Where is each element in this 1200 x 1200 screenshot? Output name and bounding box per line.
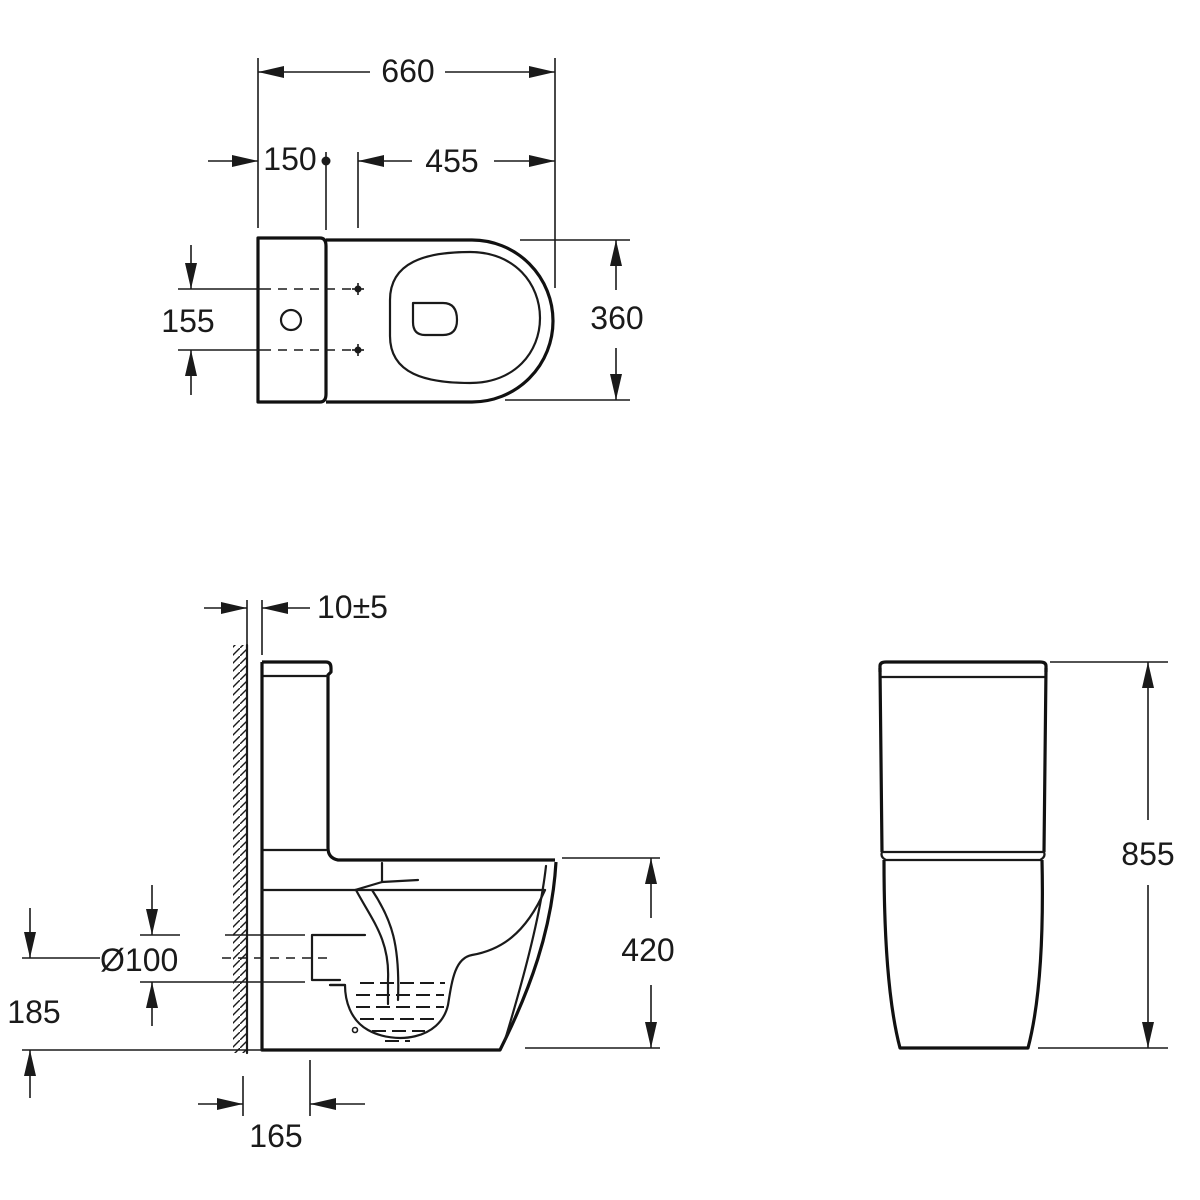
seat-ring-top <box>388 250 542 385</box>
dim-total-height: 855 <box>1121 836 1174 872</box>
dim-fixing-spacing: 155 <box>161 303 214 339</box>
dim-tank-depth: 150 <box>263 141 316 177</box>
front-body <box>882 859 1044 1050</box>
dim-outlet-diameter: Ø100 <box>100 942 178 978</box>
dimension-dot-icon <box>321 156 331 166</box>
bowl-opening-icon <box>411 301 459 337</box>
front-lid <box>878 660 1048 672</box>
dim-bowl-to-front: 455 <box>425 143 478 179</box>
dim-outlet-setback: 165 <box>249 1118 302 1154</box>
front-seat-joint <box>880 850 1046 862</box>
top-view: 660 150 455 360 155 <box>161 53 644 404</box>
trapway-outline <box>354 888 390 1006</box>
dim-outlet-height: 185 <box>7 994 60 1030</box>
front-tank <box>878 667 1048 853</box>
wall-hatching <box>233 645 247 1053</box>
side-view: 10±5 Ø100 185 420 165 <box>7 589 674 1154</box>
body-outline-side <box>260 662 558 1052</box>
front-view: 855 <box>878 660 1175 1050</box>
dim-overall-length: 660 <box>381 53 434 89</box>
tank-outline-top <box>256 236 328 404</box>
flush-button-icon <box>279 308 303 332</box>
dim-wall-gap: 10±5 <box>317 589 388 625</box>
dim-seat-height: 420 <box>621 932 674 968</box>
outlet-pipe <box>310 933 367 982</box>
dim-width: 360 <box>590 300 643 336</box>
bowl-outline-top <box>326 238 555 404</box>
tank-outline-side <box>262 660 555 862</box>
